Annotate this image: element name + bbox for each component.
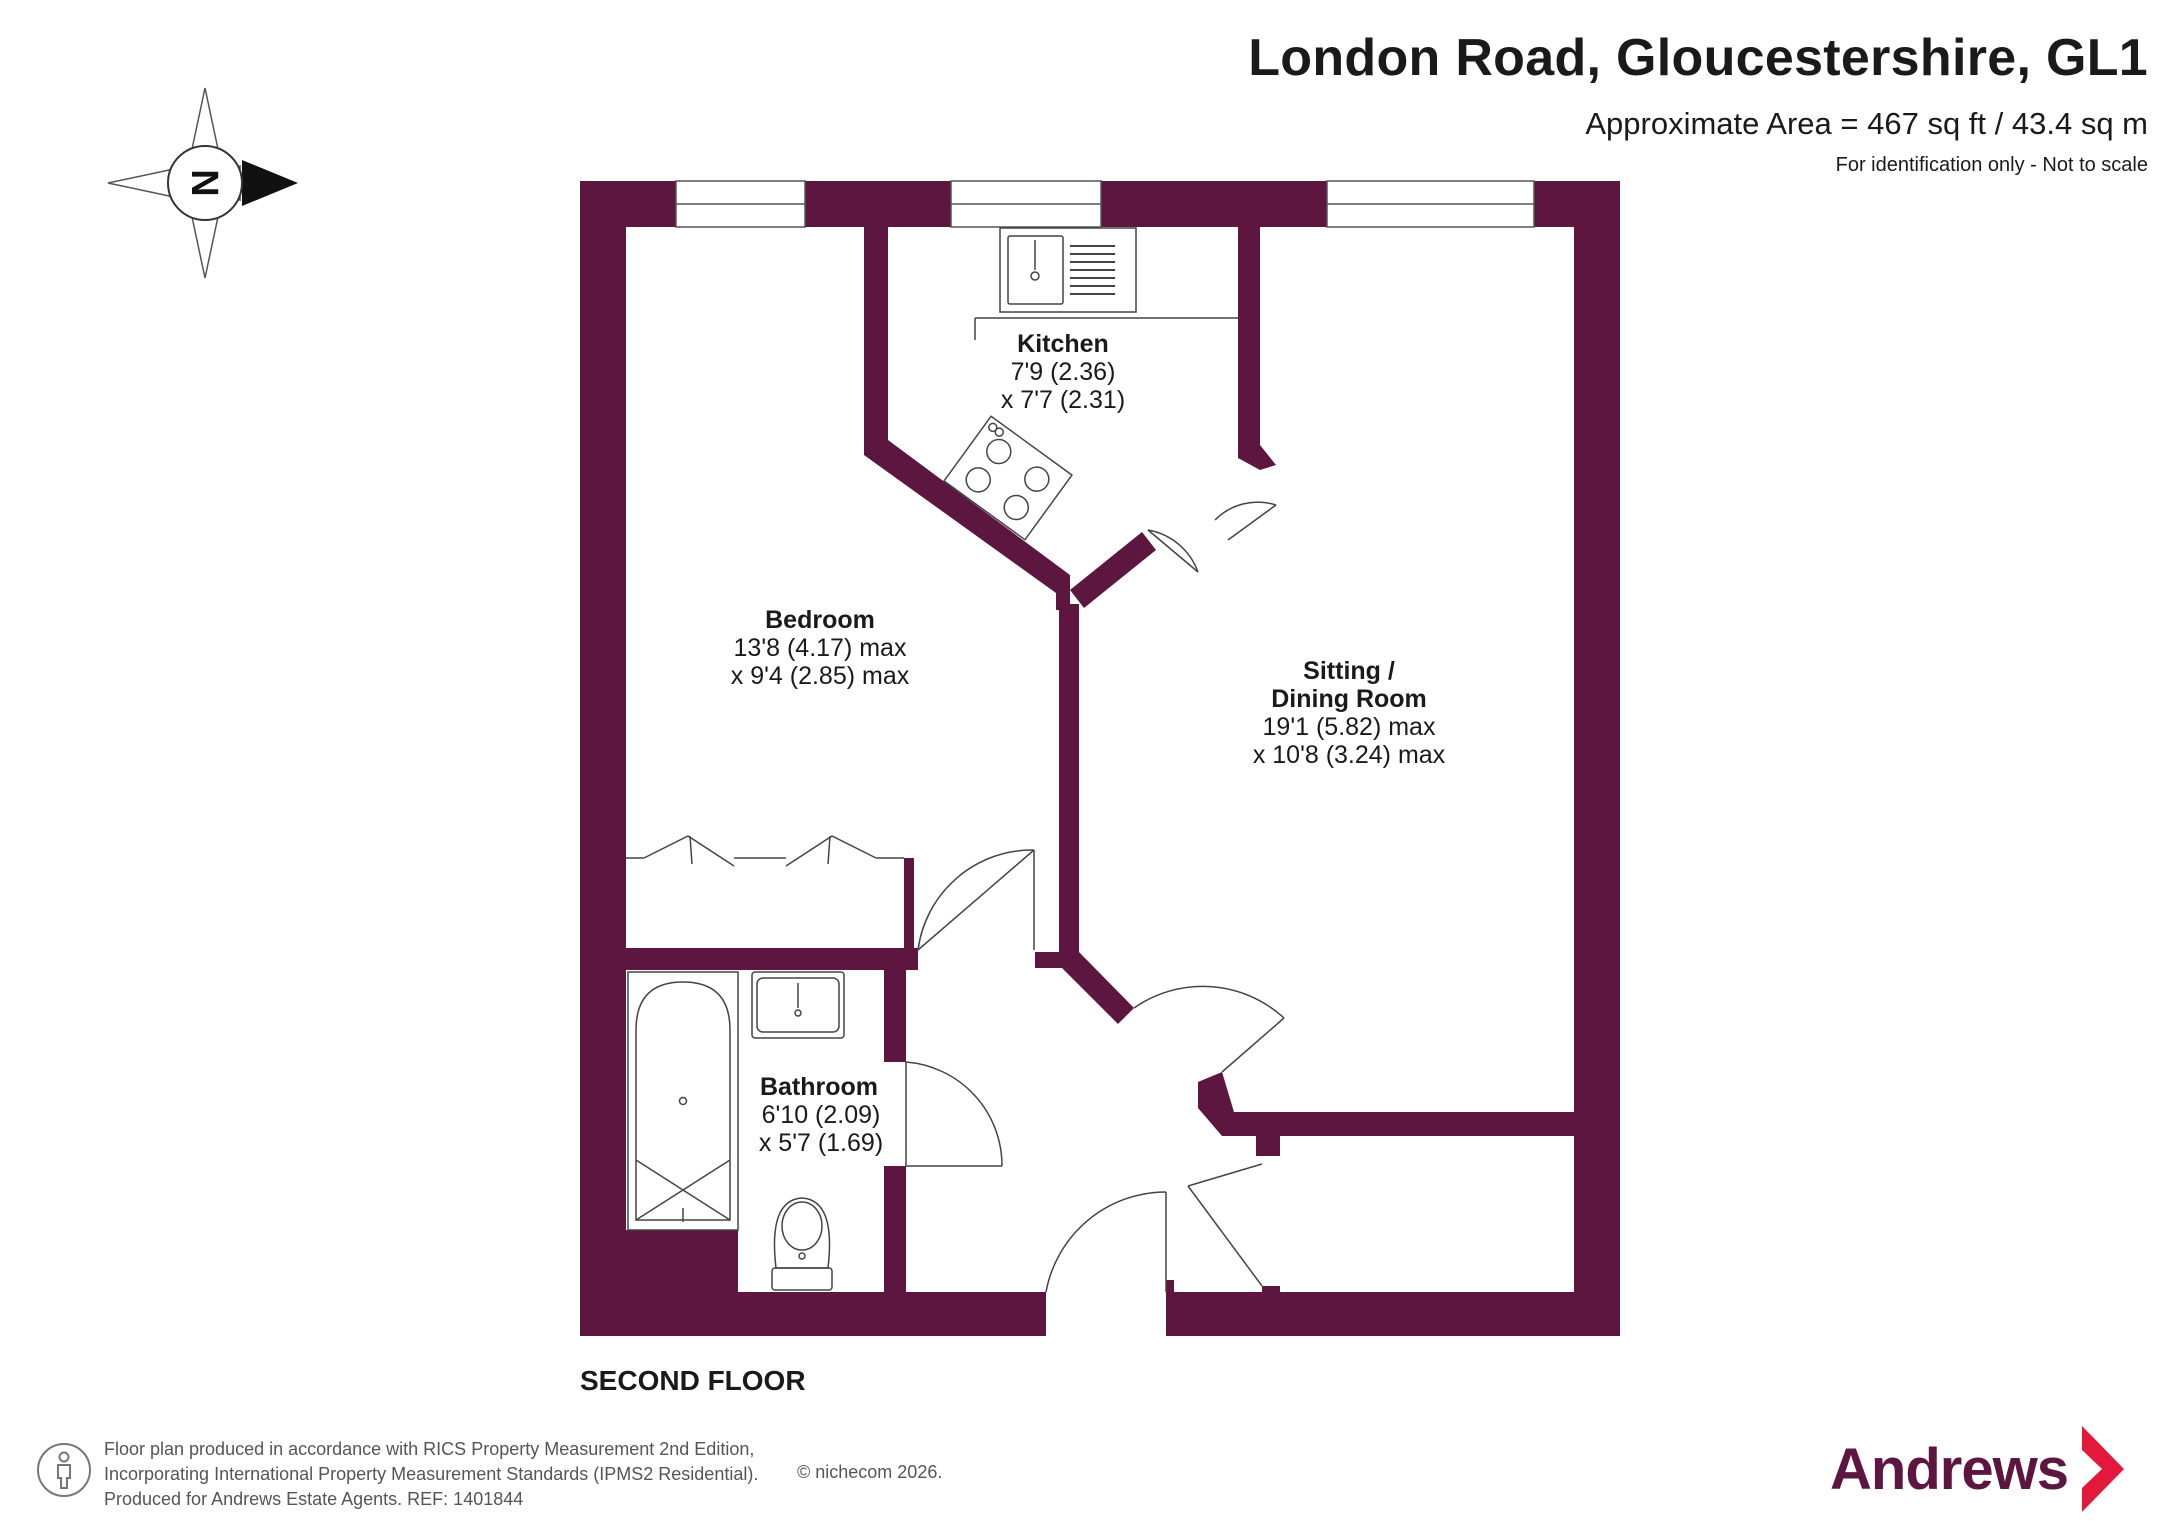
windows xyxy=(675,180,1535,228)
footer-line-2: Incorporating International Property Mea… xyxy=(104,1464,759,1484)
wall-partition xyxy=(1059,604,1079,954)
bath xyxy=(627,971,739,1231)
scale-note: For identification only - Not to scale xyxy=(1835,154,2148,176)
bathroom-dim2: x 5'7 (1.69) xyxy=(759,1129,883,1157)
wall-kitchen-left xyxy=(864,225,1070,593)
bathroom-dim1: 6'10 (2.09) xyxy=(762,1101,881,1129)
walls xyxy=(580,181,1620,1336)
bath-corner xyxy=(626,1230,738,1294)
wall-sitting-bottom xyxy=(1198,1072,1574,1136)
compass-icon: N xyxy=(107,87,298,279)
hob xyxy=(942,415,1074,541)
wall-bed-bath xyxy=(626,948,918,970)
wall-hall-diag xyxy=(1035,952,1134,1024)
doors xyxy=(626,501,1285,1293)
wall-right xyxy=(1574,181,1620,1336)
wall-top-2 xyxy=(805,181,951,227)
bedroom-label: Bedroom xyxy=(765,606,875,634)
kitchen-dim2: x 7'7 (2.31) xyxy=(1001,386,1125,414)
person-icon xyxy=(37,1443,91,1497)
wall-wardrobe-side xyxy=(904,858,914,950)
sink-unit xyxy=(999,227,1137,313)
wall-kitchen-diag xyxy=(1070,532,1156,608)
wall-kitchen-right xyxy=(1238,225,1260,458)
sitting-dim1: 19'1 (5.82) max xyxy=(1263,713,1436,741)
footer-line-1: Floor plan produced in accordance with R… xyxy=(104,1439,755,1459)
kitchen-fixtures xyxy=(942,227,1238,541)
sitting-label-2: Dining Room xyxy=(1271,685,1427,713)
wall-bottom-left xyxy=(580,1292,1046,1336)
toilet xyxy=(771,1197,833,1291)
wall-store-door-stub xyxy=(1262,1286,1280,1294)
footer-line-3: Produced for Andrews Estate Agents. REF:… xyxy=(104,1489,524,1509)
wall-kitchen-bottom xyxy=(1056,575,1070,610)
sitting-label-1: Sitting / xyxy=(1303,657,1395,685)
north-label: N xyxy=(183,169,225,196)
wall-left xyxy=(580,181,626,1336)
footer-text: Floor plan produced in accordance with R… xyxy=(104,1437,758,1512)
kitchen-label: Kitchen xyxy=(1017,330,1109,358)
brand-name: Andrews xyxy=(1830,1436,2069,1502)
wall-bath-right-top xyxy=(884,968,906,1062)
approximate-area: Approximate Area = 467 sq ft / 43.4 sq m xyxy=(1585,106,2148,141)
bedroom-dim1: 13'8 (4.17) max xyxy=(734,634,907,662)
bedroom-dim2: x 9'4 (2.85) max xyxy=(731,662,910,690)
wall-entry-stub xyxy=(1166,1280,1174,1294)
bathroom-label: Bathroom xyxy=(760,1073,878,1101)
property-title: London Road, Gloucestershire, GL1 xyxy=(1248,29,2148,87)
wall-top-3 xyxy=(1101,181,1327,227)
kitchen-dim1: 7'9 (2.36) xyxy=(1011,358,1116,386)
basin xyxy=(751,971,845,1039)
wall-bottom-right xyxy=(1166,1292,1620,1336)
wall-kitchen-right-end xyxy=(1238,445,1276,470)
andrews-logo: Andrews xyxy=(1830,1424,2128,1514)
bathroom-fixtures xyxy=(627,971,845,1291)
wall-bath-right-bottom xyxy=(884,1166,906,1294)
floor-label: SECOND FLOOR xyxy=(580,1365,806,1396)
chevron-right-icon xyxy=(2082,1426,2124,1512)
copyright: © nichecom 2026. xyxy=(797,1462,943,1482)
room-labels: Kitchen 7'9 (2.36) x 7'7 (2.31) Bedroom … xyxy=(731,330,1446,1157)
wall-store-stub xyxy=(1256,1134,1280,1156)
sitting-dim2: x 10'8 (3.24) max xyxy=(1253,741,1446,769)
